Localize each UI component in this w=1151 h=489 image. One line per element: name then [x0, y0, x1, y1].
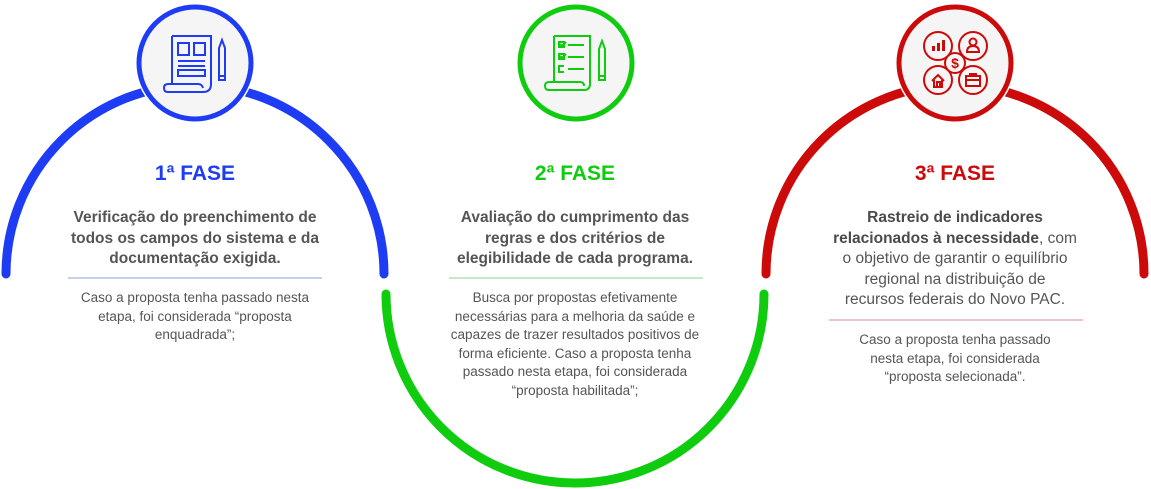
phase1-note-line: Caso a proposta tenha passado nesta	[80, 290, 310, 305]
phase2-title: 2ª FASE	[534, 162, 616, 185]
phase3-icon-circle: $	[895, 3, 1015, 123]
phase1-description-line: Verificação do preenchimento de	[73, 209, 317, 226]
phase2-arc	[381, 289, 769, 488]
checklist-pencil-icon	[543, 35, 606, 91]
phase2-note-line: forma eficiente. Caso a proposta tenha	[458, 345, 692, 361]
phase2-note-line: capazes de trazer resultados positivos d…	[450, 327, 700, 342]
document-pencil-icon	[162, 35, 226, 93]
phase2-description-line: Avaliação do cumprimento das	[460, 209, 690, 226]
phase2-divider	[449, 277, 703, 279]
phase3-note-line: “proposta selecionada”.	[884, 369, 1026, 384]
phase1-note-line: etapa, foi considerada “proposta	[98, 308, 292, 324]
indicators-network-icon: $	[923, 31, 988, 95]
phase1-icon-circle	[135, 3, 255, 123]
phase2-note-line: Busca por propostas efetivamente	[472, 290, 678, 305]
phase2-icon-circle	[516, 3, 636, 123]
phase1-title: 1ª FASE	[154, 162, 236, 185]
phase2-description-line: elegibilidade de cada programa.	[456, 250, 694, 267]
phase2-description: Avaliação do cumprimento das regras e do…	[415, 208, 735, 270]
svg-text:$: $	[951, 55, 959, 71]
phase2-note-line: necessárias para a melhoria da saúde e	[454, 308, 696, 324]
phase3-description-line: regional na distribuição de	[864, 270, 1046, 288]
phase3-note-line: nesta etapa, foi considerada	[870, 350, 1040, 366]
phase2-description-line: regras e dos critérios de	[484, 229, 666, 247]
phase3-note-line: Caso a proposta tenha passado	[859, 332, 1051, 347]
phase1-description-line: documentação exigida.	[109, 250, 281, 267]
phase3-title: 3ª FASE	[914, 162, 996, 185]
phase1-divider	[68, 277, 322, 279]
phase1-description: Verificação do preenchimento de todos os…	[35, 208, 355, 270]
phase1-note: Caso a proposta tenha passado nesta etap…	[45, 289, 345, 345]
phase3-description-line: o objetivo de garantir o equilíbrio	[842, 250, 1068, 267]
phase2-note-line: passado nesta etapa, foi considerada	[462, 364, 688, 379]
phase2-note-line: “proposta habilitada”;	[511, 382, 639, 398]
phase3-divider	[829, 319, 1083, 321]
phase3-note: Caso a proposta tenha passado nesta etap…	[805, 331, 1105, 387]
phase3-description-line: recursos federais do Novo PAC.	[844, 291, 1066, 308]
phase3-description: Rastreio de indicadores relacionados à n…	[795, 208, 1115, 311]
phase3-description-bold: Rastreio de indicadores	[867, 209, 1043, 226]
phase3-description-text: , com	[1039, 229, 1077, 247]
phase2-note: Busca por propostas efetivamente necessá…	[420, 289, 730, 400]
phase1-note-line: enquadrada”;	[154, 327, 236, 342]
phase1-description-line: todos os campos do sistema e da	[70, 229, 320, 247]
phase3-description-bold: relacionados à necessidade	[833, 229, 1039, 247]
